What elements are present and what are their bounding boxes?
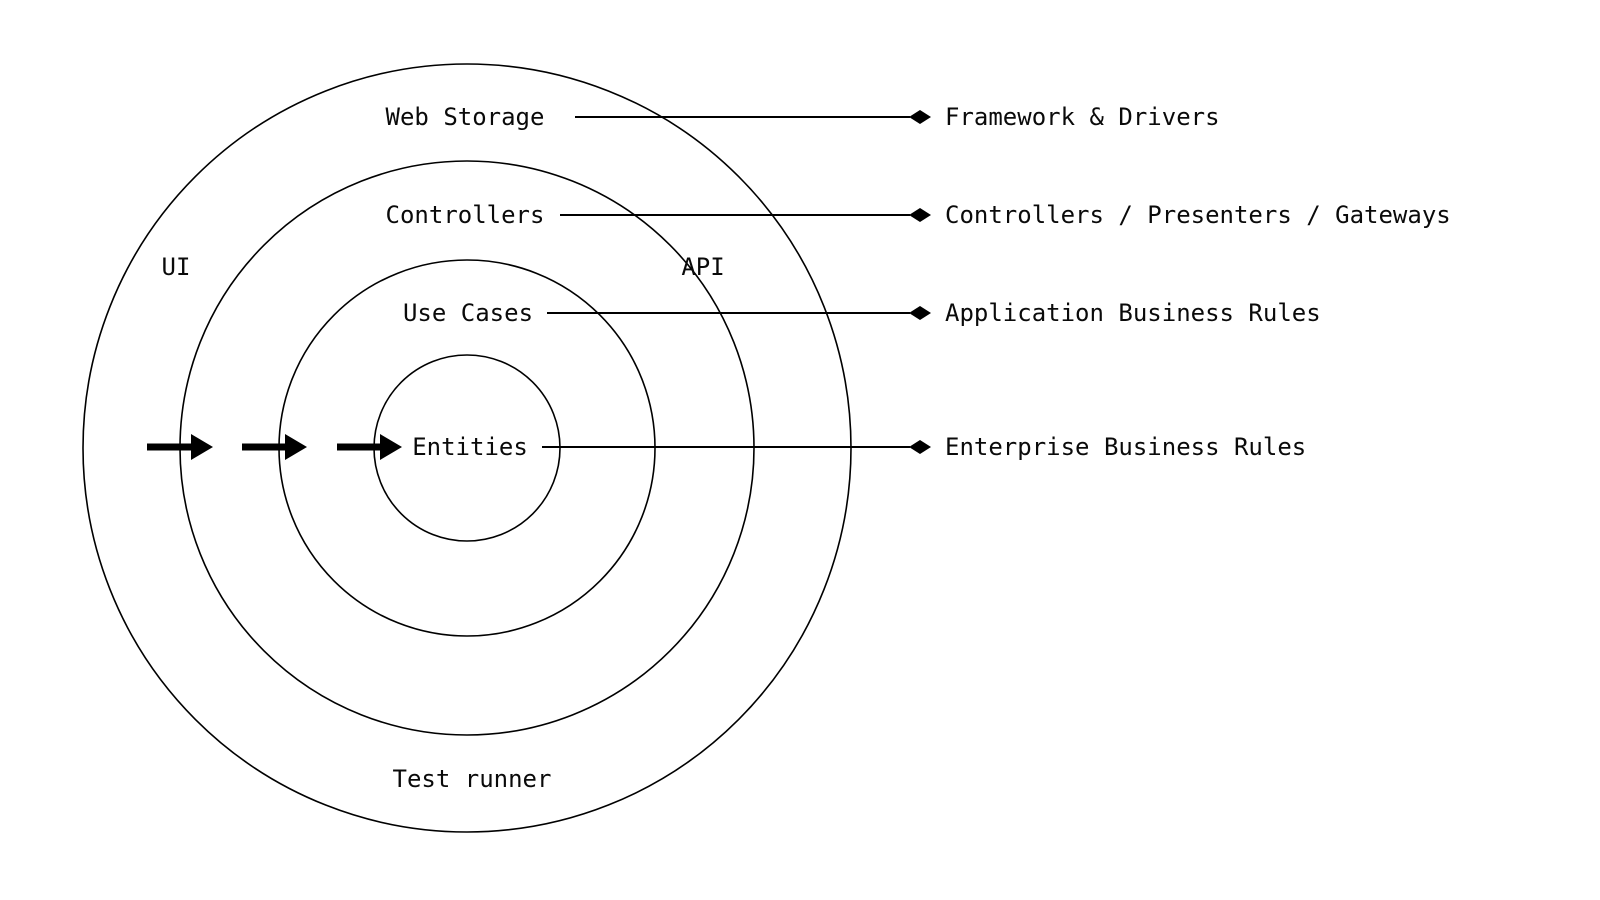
ring-label-web-storage: Web Storage — [386, 103, 545, 131]
ring-label-use-cases: Use Cases — [403, 299, 533, 327]
ring-label-entities: Entities — [412, 433, 528, 461]
inward-arrow-icon — [380, 434, 402, 460]
diamond-arrowhead-icon — [909, 440, 931, 454]
diamond-arrowhead-icon — [909, 208, 931, 222]
ring-label-controllers: Controllers — [386, 201, 545, 229]
outer-ring-label-ui: UI — [162, 253, 191, 281]
layer-label-application-business-rules: Application Business Rules — [945, 299, 1321, 327]
outer-ring-label-test-runner: Test runner — [393, 765, 552, 793]
inward-dependency-arrows — [147, 434, 402, 460]
layer-label-enterprise-business-rules: Enterprise Business Rules — [945, 433, 1306, 461]
inward-arrow-icon — [191, 434, 213, 460]
diamond-arrowhead-icon — [909, 306, 931, 320]
outer-ring-label-api: API — [681, 253, 724, 281]
layer-label-framework-drivers: Framework & Drivers — [945, 103, 1220, 131]
layer-label-controllers-presenters-gateways: Controllers / Presenters / Gateways — [945, 201, 1451, 229]
diamond-arrowhead-icon — [909, 110, 931, 124]
inward-arrow-icon — [285, 434, 307, 460]
